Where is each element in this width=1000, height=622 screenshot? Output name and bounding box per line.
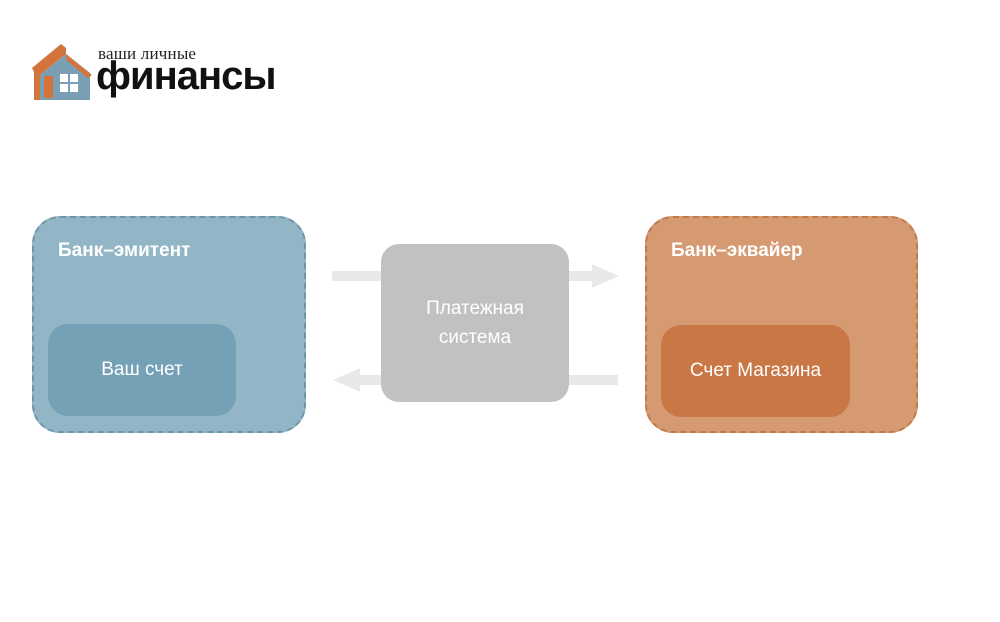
issuer-bank-title: Банк–эмитент (58, 240, 191, 261)
acquirer-bank-title: Банк–эквайер (671, 240, 803, 261)
logo-tagline: ваши личные (98, 44, 197, 63)
acquirer-bank-box: Банк–эквайер Счет Магазина (645, 216, 918, 433)
payment-system-line1: Платежная (426, 298, 524, 319)
store-account-label: Счет Магазина (689, 360, 822, 381)
house-icon (32, 44, 92, 100)
your-account-box: Ваш счет (48, 324, 236, 416)
logo: ваши личные финансы (30, 40, 310, 104)
store-account-box: Счет Магазина (661, 325, 850, 417)
payment-system-line2: система (438, 327, 512, 348)
payment-system-box: Платежная система (381, 244, 569, 402)
issuer-bank-box: Банк–эмитент Ваш счет (32, 216, 306, 433)
your-account-label: Ваш счет (101, 359, 183, 380)
logo-wordmark: финансы (96, 54, 277, 98)
